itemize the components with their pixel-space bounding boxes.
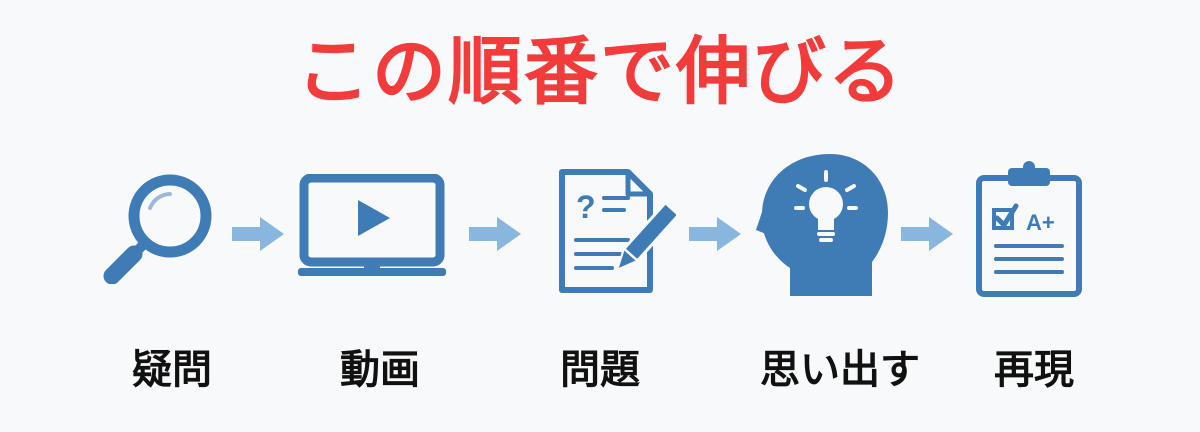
- video-player-icon: [298, 174, 446, 276]
- step-label-problem: 問題: [560, 347, 640, 393]
- magnifier-icon: [103, 174, 212, 284]
- arrow-icon: [901, 217, 953, 251]
- question-worksheet-icon: ?: [559, 169, 676, 293]
- arrow-icon: [689, 217, 741, 251]
- step-label-recall: 思い出す: [760, 347, 920, 393]
- step-label-video: 動画: [340, 347, 420, 393]
- grade-label: A+: [1026, 210, 1055, 235]
- arrow-icon: [232, 217, 284, 251]
- graded-clipboard-icon: A+: [976, 161, 1082, 297]
- page-title: この順番で伸びる: [296, 29, 904, 115]
- head-lightbulb-icon: [756, 154, 888, 296]
- question-mark: ?: [576, 189, 596, 225]
- step-label-reproduce: 再現: [994, 347, 1074, 393]
- step-label-question: 疑問: [132, 347, 212, 393]
- arrow-icon: [469, 217, 521, 251]
